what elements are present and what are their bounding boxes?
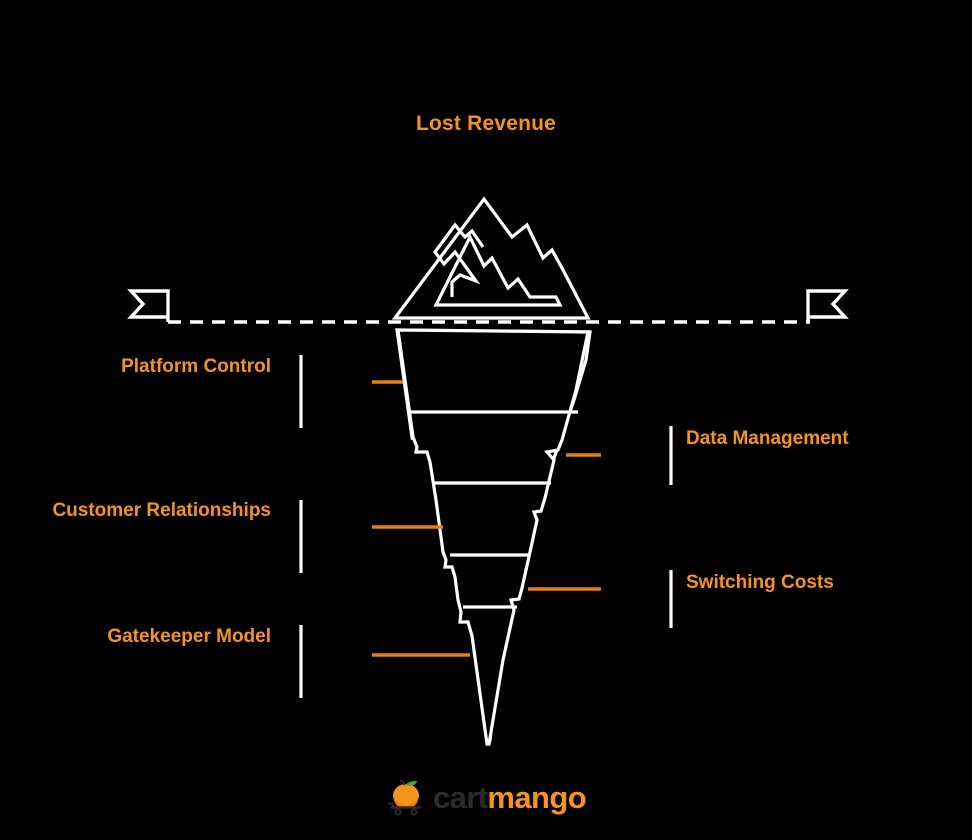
- label-data-management[interactable]: Data Management: [686, 428, 849, 449]
- brand-logo[interactable]: cartmango: [0, 778, 972, 822]
- label-customer-relationships[interactable]: Customer Relationships: [52, 500, 271, 521]
- label-switching-costs[interactable]: Switching Costs: [686, 572, 834, 593]
- page-title: Lost Revenue: [415, 112, 557, 135]
- logo-text-cart: cart: [432, 779, 488, 815]
- flag-left-icon: [127, 289, 170, 322]
- logo-text-mango: mango: [487, 779, 587, 815]
- label-gatekeeper-model[interactable]: Gatekeeper Model: [107, 626, 271, 647]
- label-platform-control[interactable]: Platform Control: [121, 356, 271, 377]
- mango-in-cart-icon: [387, 779, 422, 816]
- iceberg-outline: [396, 328, 590, 746]
- connector-lines: [372, 380, 601, 657]
- mountain-peak-icon: [391, 196, 591, 320]
- iceberg-layer-dividers: [408, 410, 578, 609]
- label-tick-bars: [299, 355, 673, 698]
- flag-right-icon: [806, 289, 849, 322]
